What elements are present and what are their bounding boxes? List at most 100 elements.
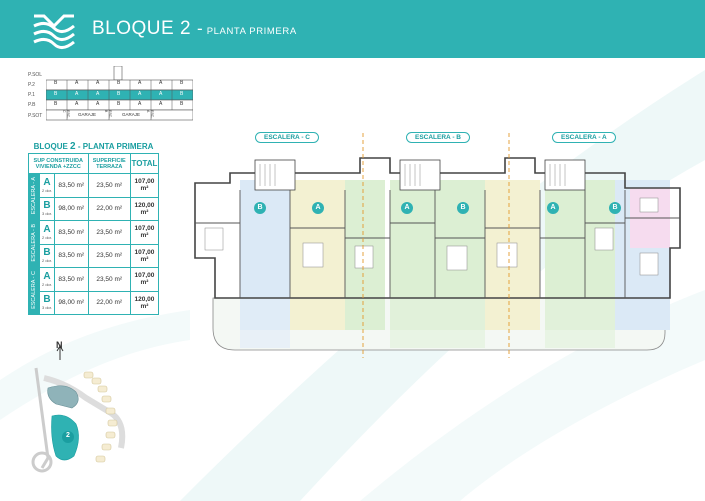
header-total: TOTAL — [129, 153, 160, 174]
unit-cell: B — [180, 101, 184, 107]
unit-letter: B — [43, 294, 51, 306]
table-title-suffix: - PLANTA PRIMERA — [77, 142, 154, 151]
table-title-prefix: BLOQUE — [33, 142, 68, 151]
escalera-label: ESCALERA - C — [31, 271, 37, 309]
surface-table: SUP CONSTRUIDA VIVIENDA +ZZCC SUPERFICIE… — [28, 153, 160, 315]
unit-cell: A — [138, 101, 142, 107]
unit-dorm: 2 dor. — [41, 281, 52, 287]
stair-label: ESC-C — [62, 110, 70, 119]
total-cell: 107,00 m² — [129, 220, 160, 245]
unit-cell: A — [138, 91, 142, 97]
table-title-number: 2 — [70, 141, 76, 152]
escalera-badge: ESCALERA - C — [255, 132, 319, 143]
unit-cell: A — [159, 101, 163, 107]
terraza-cell: 22,00 m² — [87, 290, 131, 315]
total-cell: 107,00 m² — [129, 173, 160, 198]
unit-letter: B — [43, 200, 51, 212]
elevation-schematic: P.SOL P.2 P.1 P.B P.SOT B A A B A A B B … — [28, 66, 193, 128]
unit-cell: B — [54, 101, 58, 107]
total-cell: 107,00 m² — [129, 243, 160, 268]
level-label: P.1 — [28, 92, 35, 98]
escalera-badge: ESCALERA - B — [406, 132, 470, 143]
page-title: BLOQUE 2-PLANTA PRIMERA — [92, 18, 297, 40]
unit-letter: A — [43, 270, 51, 282]
escalera-cell: ESCALERA - A — [28, 173, 40, 221]
unit-dorm: 3 dor. — [41, 305, 52, 311]
unit-cell: A — [75, 80, 79, 86]
terraza-cell: 23,50 m² — [87, 243, 131, 268]
unit-cell: A — [159, 91, 163, 97]
unit-cell: A — [96, 101, 100, 107]
unit-cell: B — [117, 91, 121, 97]
level-label: P.2 — [28, 82, 35, 88]
escalera-label: ESCALERA - A — [31, 177, 37, 215]
unit-marker: B — [457, 202, 469, 214]
unit-cell: A — [96, 80, 100, 86]
vivienda-cell: 98,00 m² — [54, 196, 89, 221]
unit-marker: B — [254, 202, 266, 214]
level-label: P.SOL — [28, 72, 43, 78]
escalera-label: ESCALERA - B — [31, 224, 37, 262]
header-terraza: SUPERFICIE TERRAZA — [87, 153, 131, 174]
unit-dorm: 2 dor. — [41, 234, 52, 240]
unit-cell: B — [54, 91, 58, 97]
elevation-grid — [46, 66, 193, 121]
level-label: P.B — [28, 102, 36, 108]
level-label: P.SOT — [28, 113, 43, 119]
unit-cell: A — [96, 91, 100, 97]
vivienda-cell: 83,50 m² — [54, 173, 89, 198]
unit-marker: A — [401, 202, 413, 214]
unit-cell: B — [54, 80, 58, 86]
floor-plan: ESCALERA - C ESCALERA - B ESCALERA - A B… — [185, 128, 695, 363]
vivienda-cell: 83,50 m² — [54, 220, 89, 245]
total-cell: 120,00 m² — [129, 290, 160, 315]
unit-marker: A — [547, 202, 559, 214]
escalera-badge: ESCALERA - A — [552, 132, 616, 143]
north-label: N — [56, 340, 63, 350]
unit-cell: B — [117, 80, 121, 86]
unit-marker: A — [312, 202, 324, 214]
header-vivienda: SUP CONSTRUIDA VIVIENDA +ZZCC — [28, 153, 89, 174]
unit-letter: A — [43, 176, 51, 188]
total-cell: 120,00 m² — [129, 196, 160, 221]
brand-logo-icon — [33, 14, 75, 49]
table-title: BLOQUE 2 - PLANTA PRIMERA — [30, 141, 157, 152]
vivienda-cell: 83,50 m² — [54, 243, 89, 268]
header-bar: BLOQUE 2-PLANTA PRIMERA — [0, 0, 705, 58]
vivienda-cell: 98,00 m² — [54, 290, 89, 315]
stair-label: ESC-A — [146, 110, 154, 119]
garage-label: GARAJE — [78, 112, 97, 117]
terraza-cell: 23,50 m² — [87, 173, 131, 198]
unit-cell: A — [159, 80, 163, 86]
site-map — [31, 344, 126, 473]
vivienda-cell: 83,50 m² — [54, 267, 89, 292]
unit-cell: A — [75, 101, 79, 107]
total-cell: 107,00 m² — [129, 267, 160, 292]
unit-dorm: 2 dor. — [41, 187, 52, 193]
unit-cell: A — [138, 80, 142, 86]
terraza-cell: 23,50 m² — [87, 267, 131, 292]
garage-label: GARAJE — [122, 112, 141, 117]
terraza-cell: 22,00 m² — [87, 196, 131, 221]
title-block: BLOQUE 2 — [92, 18, 192, 39]
unit-letter: B — [43, 247, 51, 259]
unit-dorm: 3 dor. — [41, 211, 52, 217]
unit-marker: B — [609, 202, 621, 214]
unit-cell: B — [117, 101, 121, 107]
title-separator: - — [197, 19, 203, 38]
site-block-number: 2 — [66, 432, 70, 439]
floor-plan-drawing — [194, 133, 681, 358]
terraza-cell: 23,50 m² — [87, 220, 131, 245]
stair-label: ESC-B — [104, 110, 112, 119]
unit-cell: A — [75, 91, 79, 97]
